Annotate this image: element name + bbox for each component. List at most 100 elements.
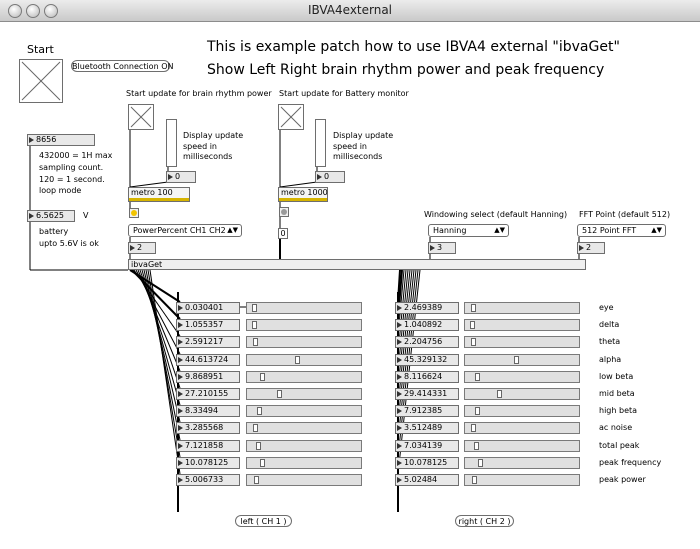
left-band-slider[interactable] <box>246 422 362 434</box>
zoom-window-button[interactable] <box>44 4 58 18</box>
left-band-number[interactable]: 10.078125 <box>176 457 240 469</box>
left-band-slider[interactable] <box>246 302 362 314</box>
right-band-number[interactable]: 10.078125 <box>395 457 459 469</box>
right-band-number[interactable]: 1.040892 <box>395 319 459 331</box>
right-band-slider-thumb[interactable] <box>470 321 475 329</box>
left-band-slider-thumb[interactable] <box>254 476 259 484</box>
left-band-slider-thumb[interactable] <box>252 321 257 329</box>
right-band-slider[interactable] <box>464 336 580 348</box>
left-band-slider-thumb[interactable] <box>260 373 265 381</box>
right-band-slider[interactable] <box>464 440 580 452</box>
right-band-slider-thumb[interactable] <box>471 304 476 312</box>
right-band-slider-thumb[interactable] <box>475 407 480 415</box>
band-name-label: theta <box>599 337 621 346</box>
right-band-number[interactable]: 8.116624 <box>395 371 459 383</box>
left-band-slider-thumb[interactable] <box>256 442 261 450</box>
power-percent-menu[interactable]: PowerPercent CH1 CH2▲▼ <box>128 224 242 237</box>
band-name-label: alpha <box>599 355 622 364</box>
battery-toggle-value[interactable]: 0 <box>278 228 288 239</box>
left-band-slider-thumb[interactable] <box>252 304 257 312</box>
right-band-number[interactable]: 29.414331 <box>395 388 459 400</box>
right-band-slider-thumb[interactable] <box>472 476 477 484</box>
left-band-number[interactable]: 44.613724 <box>176 354 240 366</box>
left-channel-button[interactable]: left ( CH 1 ) <box>235 515 292 527</box>
left-band-number[interactable]: 1.055357 <box>176 319 240 331</box>
left-band-number[interactable]: 2.591217 <box>176 336 240 348</box>
left-band-slider-thumb[interactable] <box>253 338 258 346</box>
right-band-slider-thumb[interactable] <box>497 390 502 398</box>
right-band-slider-thumb[interactable] <box>475 373 480 381</box>
sampling-count-number[interactable]: 8656 <box>27 134 95 146</box>
battery-update-toggle[interactable] <box>278 104 304 130</box>
left-band-slider[interactable] <box>246 354 362 366</box>
windowing-number[interactable]: 3 <box>428 242 456 254</box>
left-band-number[interactable]: 9.868951 <box>176 371 240 383</box>
left-band-slider-thumb[interactable] <box>277 390 282 398</box>
left-band-slider-thumb[interactable] <box>295 356 300 364</box>
start-toggle[interactable] <box>19 59 63 103</box>
right-band-slider[interactable] <box>464 354 580 366</box>
left-band-number[interactable]: 5.006733 <box>176 474 240 486</box>
right-band-slider-thumb[interactable] <box>471 424 476 432</box>
left-band-number[interactable]: 7.121858 <box>176 440 240 452</box>
battery-speed-slider[interactable] <box>315 119 326 167</box>
right-band-slider[interactable] <box>464 388 580 400</box>
battery-note-2: upto 5.6V is ok <box>39 239 99 248</box>
battery-speed-number[interactable]: 0 <box>315 171 345 183</box>
left-band-number[interactable]: 27.210155 <box>176 388 240 400</box>
left-band-slider[interactable] <box>246 457 362 469</box>
left-band-number[interactable]: 3.285568 <box>176 422 240 434</box>
right-band-number[interactable]: 3.512489 <box>395 422 459 434</box>
left-band-slider-thumb[interactable] <box>257 407 262 415</box>
right-band-slider-thumb[interactable] <box>474 442 479 450</box>
right-band-slider[interactable] <box>464 457 580 469</box>
rhythm-metro-text: metro 100 <box>131 188 173 197</box>
fft-menu[interactable]: 512 Point FFT▲▼ <box>577 224 666 237</box>
right-band-slider-thumb[interactable] <box>471 338 476 346</box>
left-band-slider[interactable] <box>246 405 362 417</box>
left-band-slider[interactable] <box>246 319 362 331</box>
right-band-slider-thumb[interactable] <box>478 459 483 467</box>
right-band-slider-thumb[interactable] <box>514 356 519 364</box>
right-band-number[interactable]: 45.329132 <box>395 354 459 366</box>
rhythm-metro-bar <box>129 198 189 201</box>
battery-metro-object[interactable]: metro 1000 <box>278 187 328 202</box>
right-band-slider[interactable] <box>464 474 580 486</box>
left-band-slider[interactable] <box>246 474 362 486</box>
battery-led[interactable] <box>279 207 289 217</box>
right-band-number[interactable]: 7.912385 <box>395 405 459 417</box>
fft-number[interactable]: 2 <box>577 242 605 254</box>
power-percent-number[interactable]: 2 <box>128 242 156 254</box>
minimize-window-button[interactable] <box>26 4 40 18</box>
right-band-slider[interactable] <box>464 302 580 314</box>
left-band-number[interactable]: 0.030401 <box>176 302 240 314</box>
rhythm-metro-object[interactable]: metro 100 <box>128 187 190 202</box>
left-band-slider[interactable] <box>246 371 362 383</box>
rhythm-speed-slider[interactable] <box>166 119 177 167</box>
right-band-slider[interactable] <box>464 405 580 417</box>
left-band-number[interactable]: 8.33494 <box>176 405 240 417</box>
battery-note-1: battery <box>39 227 69 236</box>
rhythm-led[interactable] <box>129 208 139 218</box>
right-band-number[interactable]: 2.204756 <box>395 336 459 348</box>
right-channel-button[interactable]: right ( CH 2 ) <box>455 515 514 527</box>
left-band-slider[interactable] <box>246 440 362 452</box>
right-band-slider[interactable] <box>464 319 580 331</box>
band-name-label: ac noise <box>599 423 633 432</box>
battery-voltage-number[interactable]: 6.5625 <box>27 210 75 222</box>
rhythm-speed-number[interactable]: 0 <box>166 171 196 183</box>
right-band-number[interactable]: 2.469389 <box>395 302 459 314</box>
left-band-slider-thumb[interactable] <box>260 459 265 467</box>
ibvaget-object[interactable]: ibvaGet <box>128 259 586 270</box>
bluetooth-connection-button[interactable]: Bluetooth Connection ON <box>71 60 174 72</box>
right-band-number[interactable]: 7.034139 <box>395 440 459 452</box>
right-band-slider[interactable] <box>464 371 580 383</box>
right-band-slider[interactable] <box>464 422 580 434</box>
close-window-button[interactable] <box>8 4 22 18</box>
left-band-slider[interactable] <box>246 336 362 348</box>
windowing-menu[interactable]: Hanning▲▼ <box>428 224 509 237</box>
left-band-slider[interactable] <box>246 388 362 400</box>
left-band-slider-thumb[interactable] <box>253 424 258 432</box>
rhythm-update-toggle[interactable] <box>128 104 154 130</box>
right-band-number[interactable]: 5.02484 <box>395 474 459 486</box>
